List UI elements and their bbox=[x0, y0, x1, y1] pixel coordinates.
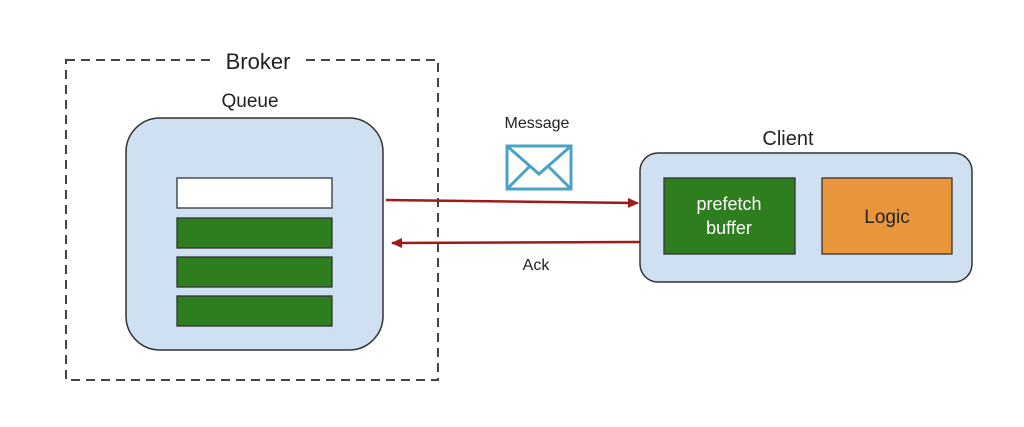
logic-box bbox=[821, 177, 953, 255]
client-title: Client bbox=[762, 128, 814, 150]
prefetch-buffer-box bbox=[663, 177, 796, 255]
queue-slot-message bbox=[176, 256, 333, 288]
prefetch-buffer-label-line2: buffer bbox=[706, 218, 752, 238]
logic-label: Logic bbox=[864, 207, 909, 228]
queue-slot-empty bbox=[176, 177, 333, 209]
envelope-icon bbox=[505, 144, 573, 191]
broker-title: Broker bbox=[226, 49, 291, 74]
queue-slot-message bbox=[176, 295, 333, 327]
broker-title-mask bbox=[213, 44, 305, 76]
queue-slot-message bbox=[176, 217, 333, 249]
ack-arrow bbox=[391, 237, 641, 248]
message-label: Message bbox=[505, 115, 570, 132]
message-arrow bbox=[385, 197, 639, 208]
ack-label: Ack bbox=[523, 257, 551, 274]
queue-title: Queue bbox=[221, 91, 278, 112]
prefetch-buffer-label-line1: prefetch bbox=[696, 194, 761, 214]
